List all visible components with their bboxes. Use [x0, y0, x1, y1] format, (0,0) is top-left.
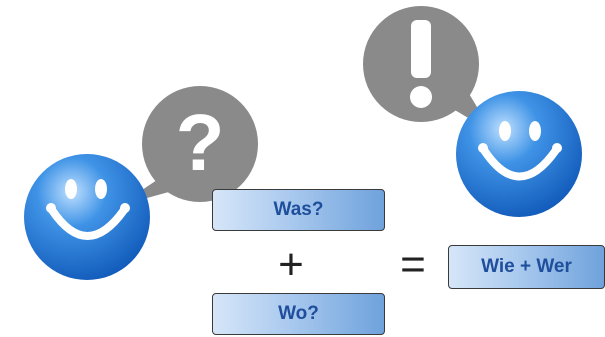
- result-label-box: Wie + Wer: [448, 245, 605, 289]
- where-label-box: Wo?: [212, 293, 385, 335]
- svg-text:?: ?: [176, 98, 225, 187]
- equals-operator: =: [400, 240, 426, 289]
- exclamation-bubble-icon: [363, 6, 492, 132]
- right-smiley-icon: [456, 91, 582, 217]
- what-label-box: Was?: [212, 189, 385, 231]
- plus-operator: +: [278, 240, 304, 289]
- left-smiley-icon: [24, 154, 150, 280]
- question-bubble-icon: ?: [118, 86, 258, 206]
